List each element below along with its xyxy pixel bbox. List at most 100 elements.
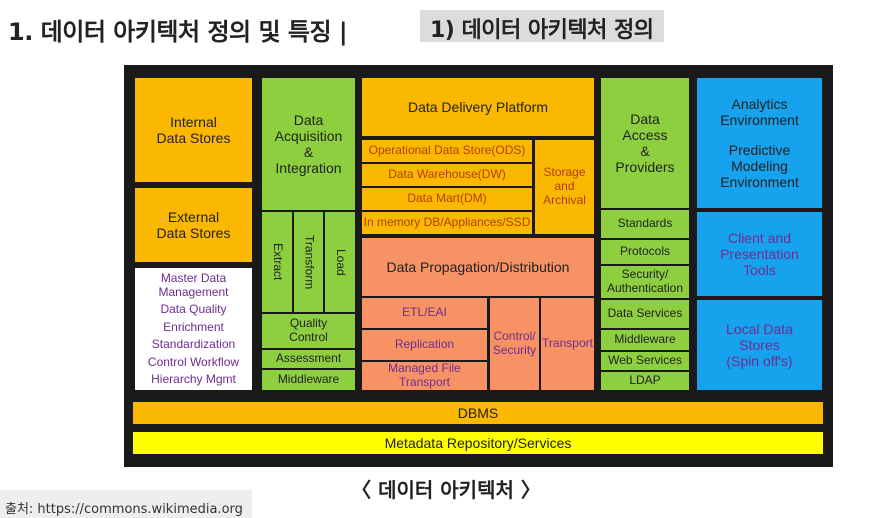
- access-line: Data: [630, 110, 660, 127]
- storage-line: Archival: [543, 192, 586, 207]
- load-label: Load: [333, 248, 348, 276]
- in-memory-box: In memory DB/Appliances/SSD: [362, 212, 532, 234]
- storage-archival-box: Storage and Archival: [535, 140, 594, 234]
- propagation-title: Data Propagation/Distribution: [386, 258, 570, 275]
- extract-label: Extract: [270, 243, 285, 281]
- access-line: &: [640, 143, 650, 159]
- ods-box: Operational Data Store(ODS): [362, 140, 532, 162]
- local-line: (Spin off's): [726, 353, 793, 370]
- ods-label: Operational Data Store(ODS): [368, 143, 526, 158]
- control-line: Control/: [493, 329, 536, 344]
- protocols-box: Protocols: [601, 240, 689, 264]
- local-data-stores: Local Data Stores (Spin off's): [697, 300, 822, 390]
- analytics-environment: Analytics Environment Predictive Modelin…: [697, 78, 822, 208]
- mdm-item: Hierarchy Mgmt: [151, 371, 236, 386]
- acq-line: &: [303, 144, 314, 160]
- local-line: Local Data: [726, 320, 793, 337]
- dbms-bar: DBMS: [133, 402, 823, 424]
- page-title: 1. 데이터 아키텍처 정의 및 특징 |: [8, 18, 348, 46]
- standards-label: Standards: [617, 216, 673, 231]
- dw-label: Data Warehouse(DW): [388, 167, 506, 182]
- replication-box: Replication: [362, 330, 487, 360]
- load-box: Load: [325, 212, 355, 312]
- etl-label: ETL/EAI: [402, 305, 447, 320]
- storage-line: and: [554, 179, 575, 194]
- acq-line: Acquisition: [274, 127, 343, 144]
- quality-line-1: Quality: [289, 316, 328, 331]
- extract-box: Extract: [262, 212, 292, 312]
- internal-line-2: Data Stores: [156, 130, 231, 146]
- client-line: Presentation: [720, 245, 799, 262]
- security-authentication-box: Security/ Authentication: [601, 266, 689, 298]
- analytics-line: Predictive: [728, 141, 791, 158]
- access-middleware-box: Middleware: [601, 330, 689, 350]
- control-line: Security: [492, 343, 537, 357]
- analytics-line: Environment: [720, 174, 799, 191]
- data-access-providers: Data Access & Providers: [601, 78, 689, 208]
- data-services-box: Data Services: [601, 300, 689, 328]
- acq-line: Data: [293, 111, 324, 128]
- acq-line: Integration: [275, 160, 342, 177]
- control-security-box: Control/ Security: [490, 298, 539, 390]
- transport-box: Transport: [541, 298, 594, 390]
- transform-box: Transform: [294, 212, 323, 312]
- mdm-item: Master Data: [160, 270, 227, 285]
- data-acquisition-integration: Data Acquisition & Integration: [262, 78, 355, 210]
- analytics-line: Environment: [720, 111, 799, 128]
- client-presentation-tools: Client and Presentation Tools: [697, 212, 822, 296]
- mdm-item: Management: [158, 285, 229, 300]
- client-line: Tools: [743, 262, 776, 279]
- external-data-stores: External Data Stores: [135, 188, 252, 262]
- acquisition-middleware-label: Middleware: [277, 372, 340, 387]
- delivery-title: Data Delivery Platform: [407, 98, 549, 115]
- quality-control-box: Quality Control: [262, 314, 355, 348]
- external-line-2: Data Stores: [156, 225, 231, 241]
- in-memory-label: In memory DB/Appliances/SSD: [363, 215, 531, 230]
- ldap-label: LDAP: [629, 373, 661, 388]
- transport-label: Transport: [542, 336, 593, 351]
- access-line: Access: [622, 126, 668, 143]
- access-middleware-label: Middleware: [614, 332, 676, 347]
- analytics-line: Analytics: [731, 95, 788, 112]
- mdm-item: Enrichment: [163, 319, 224, 334]
- dm-box: Data Mart(DM): [362, 188, 532, 210]
- transform-label: Transform: [302, 234, 317, 290]
- section-subtitle: 1) 데이터 아키텍처 정의: [420, 10, 664, 43]
- data-propagation-title: Data Propagation/Distribution: [362, 238, 594, 296]
- external-line-1: External: [167, 208, 220, 225]
- local-line: Stores: [739, 336, 780, 353]
- ldap-box: LDAP: [601, 372, 689, 390]
- metadata-label: Metadata Repository/Services: [384, 434, 572, 451]
- assessment-box: Assessment: [262, 350, 355, 368]
- managed-line: Managed File: [388, 361, 461, 376]
- analytics-line: [720, 128, 799, 142]
- quality-line-2: Control: [289, 330, 328, 344]
- web-services-box: Web Services: [601, 352, 689, 370]
- master-data-management-box: Master Data Management Data Quality Enri…: [135, 268, 252, 390]
- analytics-line: Modeling: [731, 158, 788, 175]
- etl-eai-box: ETL/EAI: [362, 298, 487, 328]
- managed-file-transport-box: Managed File Transport: [362, 361, 487, 390]
- data-delivery-platform-title: Data Delivery Platform: [362, 78, 594, 136]
- web-services-label: Web Services: [608, 353, 682, 368]
- acquisition-middleware-box: Middleware: [262, 370, 355, 390]
- storage-line: Storage: [543, 165, 586, 180]
- internal-line-1: Internal: [170, 113, 217, 130]
- source-credit: 출처: https://commons.wikimedia.org: [0, 490, 252, 518]
- diagram-caption: 〈 데이터 아키텍처 〉: [351, 478, 541, 502]
- dm-label: Data Mart(DM): [407, 191, 487, 206]
- access-line: Providers: [615, 159, 675, 176]
- dw-box: Data Warehouse(DW): [362, 164, 532, 186]
- mdm-item: Data Quality: [160, 302, 227, 317]
- standards-box: Standards: [601, 210, 689, 238]
- dbms-label: DBMS: [457, 404, 499, 421]
- metadata-repository-bar: Metadata Repository/Services: [133, 432, 823, 454]
- replication-label: Replication: [394, 337, 455, 352]
- mdm-item: Standardization: [151, 337, 236, 352]
- client-line: Client and: [727, 229, 792, 246]
- data-services-label: Data Services: [607, 306, 683, 321]
- security-label: Security/ Authentication: [606, 267, 684, 295]
- assessment-label: Assessment: [275, 351, 342, 366]
- internal-data-stores: Internal Data Stores: [135, 78, 252, 182]
- protocols-label: Protocols: [619, 244, 671, 259]
